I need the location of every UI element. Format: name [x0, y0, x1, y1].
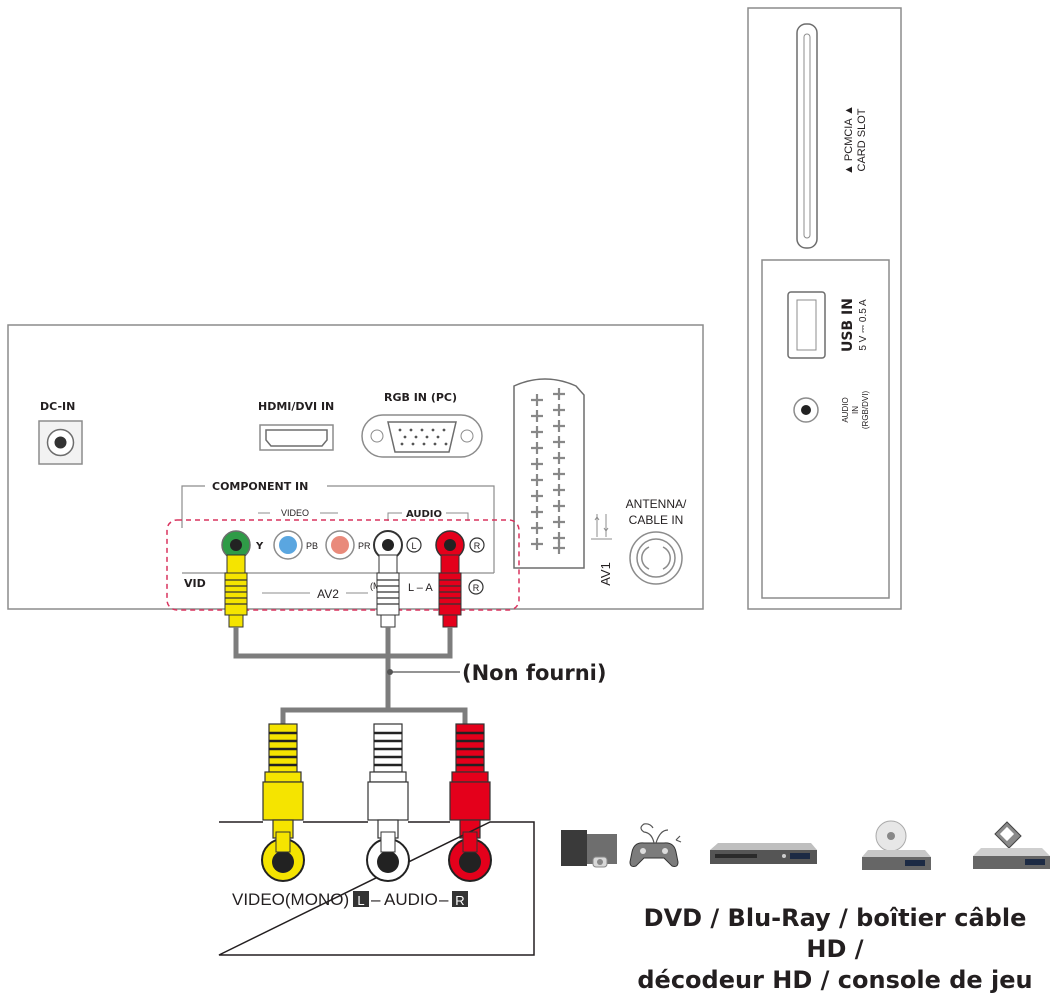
device-caption: DVD / Blu-Ray / boîtier câble HD / décod…: [620, 903, 1050, 996]
audio-r-plug-bottom: [449, 723, 491, 839]
audio-in-line2: IN: [851, 406, 860, 414]
rgb-port[interactable]: [387, 421, 457, 453]
video-group-label: VIDEO: [281, 508, 309, 518]
side-panel: ▲ PCMCIA ▲ CARD SLOT USB IN 5 V ⎓ 0.5 A …: [747, 7, 902, 610]
antenna-label-1: ANTENNA/: [626, 497, 687, 511]
tv-side-plugs: [224, 554, 462, 628]
usb-spec-label: 5 V ⎓ 0.5 A: [858, 299, 869, 351]
audio-group-label: AUDIO: [406, 509, 442, 520]
audio-r-plug-top: [438, 554, 462, 628]
tv-back-panel: DC-IN HDMI/DVI IN RGB IN (PC): [7, 324, 704, 611]
audio-l-plug-bottom: [367, 723, 409, 839]
hd-receiver-icon: [973, 821, 1050, 869]
av2-highlight: [166, 519, 520, 611]
y-label: Y: [255, 541, 264, 552]
rca-cable: [233, 627, 468, 730]
connection-diagram: ▲ PCMCIA ▲ CARD SLOT USB IN 5 V ⎓ 0.5 A …: [7, 7, 1050, 956]
pb-label: PB: [306, 541, 318, 551]
r-mark-bottom: R: [473, 583, 480, 593]
external-device-panel: VIDEO(MONO) L – AUDIO – R: [218, 821, 535, 956]
device-l-box: L: [357, 893, 364, 908]
audio-partial-label: L – A: [408, 582, 433, 594]
audio-l-plug-top: [376, 554, 400, 628]
vid-partial-label: VID: [184, 577, 206, 590]
card-slot-label: CARD SLOT: [856, 108, 868, 171]
mono-partial-label: (M: [370, 581, 381, 591]
usb-in-label: USB IN: [840, 298, 856, 352]
dc-in-label: DC-IN: [40, 400, 75, 413]
device-r-box: R: [455, 893, 464, 908]
audio-in-line1: AUDIO: [841, 397, 850, 422]
video-plug-bottom: [262, 723, 304, 839]
r-mark: R: [474, 541, 481, 551]
caption-line-1: DVD / Blu-Ray / boîtier câble HD /: [643, 904, 1027, 963]
dvd-player-icon: [710, 843, 817, 864]
set-top-box-icon: [561, 830, 617, 868]
blu-ray-player-icon: [862, 820, 931, 870]
pcmcia-label: ▲ PCMCIA ▲: [843, 105, 855, 175]
device-sep-1: –: [371, 890, 381, 909]
component-in-label: COMPONENT IN: [212, 480, 308, 493]
game-console-icon: [629, 823, 682, 867]
hdmi-port[interactable]: [265, 429, 328, 447]
audio-in-line3: (RGB/DVI): [861, 391, 870, 430]
scart-port[interactable]: [513, 378, 585, 569]
antenna-label-2: CABLE IN: [629, 513, 684, 527]
rgb-label: RGB IN (PC): [384, 391, 457, 404]
caption-line-2: décodeur HD / console de jeu: [637, 966, 1033, 994]
hdmi-label: HDMI/DVI IN: [258, 400, 334, 413]
device-video-mono-label: VIDEO(MONO): [232, 890, 349, 909]
pr-label: PR: [358, 541, 371, 551]
non-fourni-label: (Non fourni): [462, 661, 606, 685]
av2-label: AV2: [317, 587, 339, 601]
video-plug-top: [224, 554, 248, 628]
device-sep-2: –: [439, 890, 449, 909]
device-audio-label: AUDIO: [384, 890, 438, 909]
l-mark: L: [411, 541, 416, 551]
av1-label: AV1: [598, 562, 613, 586]
